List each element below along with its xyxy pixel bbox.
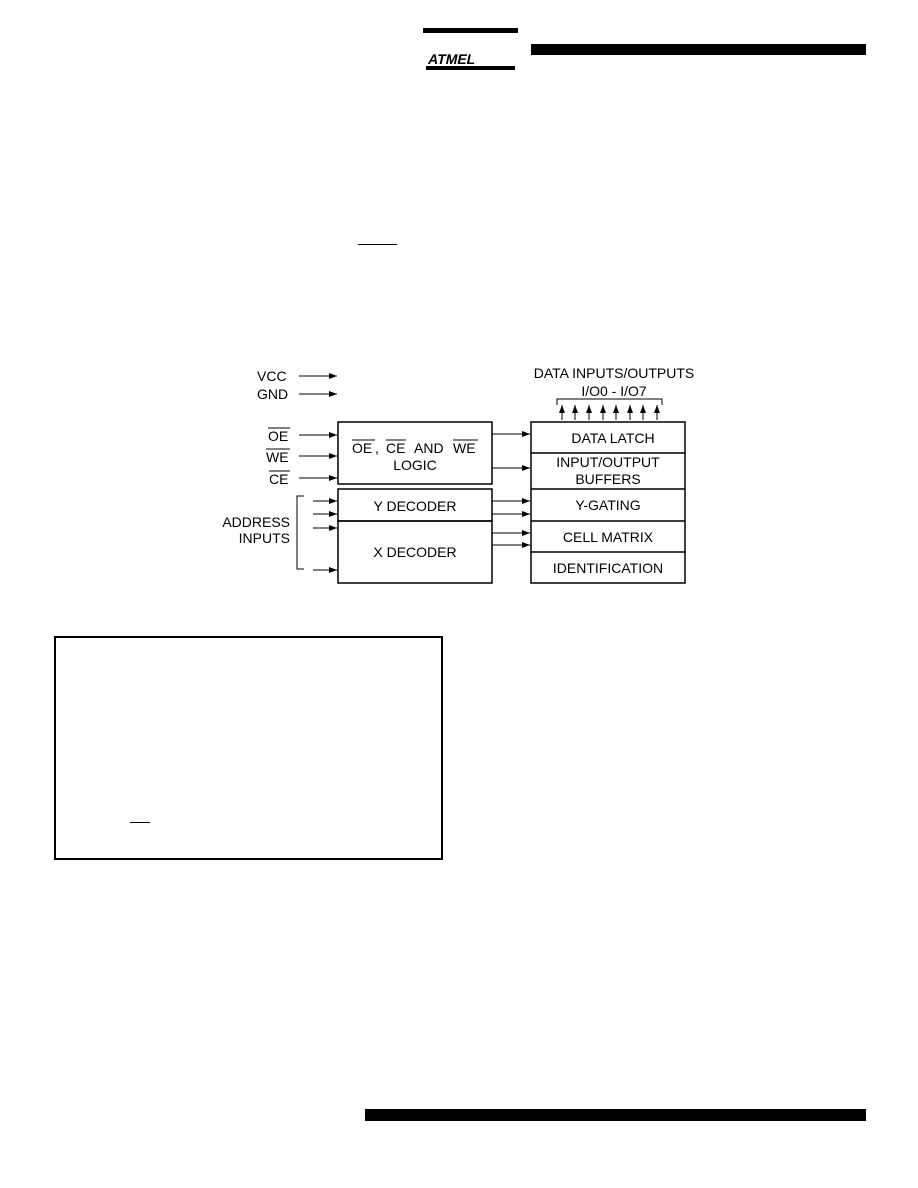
cell-matrix-label: CELL MATRIX [563, 529, 654, 545]
logic-oe: OE [352, 440, 372, 456]
io-bracket [556, 398, 663, 405]
y-gating-label: Y-GATING [575, 497, 640, 513]
header-rule [531, 44, 866, 55]
block-diagram: VCC GND OE WE CE OE , CE AND WE LOGIC AD… [222, 365, 695, 584]
gnd-label: GND [257, 386, 288, 402]
io-header-line2: I/O0 - I/O7 [581, 383, 647, 399]
y-decoder-label: Y DECODER [374, 498, 457, 514]
vcc-label: VCC [257, 368, 287, 384]
data-latch-label: DATA LATCH [571, 430, 654, 446]
address-label-line1: ADDRESS [222, 514, 290, 530]
overbar-mark [358, 244, 397, 245]
io-buffers-label-line2: BUFFERS [575, 471, 640, 487]
io-buffers-label-line1: INPUT/OUTPUT [556, 454, 660, 470]
svg-text:ATMEL: ATMEL [427, 51, 478, 67]
address-bracket [296, 495, 304, 570]
logic-label: LOGIC [393, 457, 437, 473]
we-label: WE [266, 449, 289, 465]
logic-block [337, 421, 493, 485]
atmel-logo: ATMEL [423, 28, 518, 72]
x-decoder-label: X DECODER [373, 544, 456, 560]
oe-label: OE [268, 428, 288, 444]
identification-label: IDENTIFICATION [553, 560, 663, 576]
right-block-stack [530, 421, 686, 584]
io-header-line1: DATA INPUTS/OUTPUTS [534, 365, 695, 381]
note-box [54, 636, 443, 860]
io-arrows [559, 405, 660, 420]
footer-rule [365, 1109, 866, 1121]
note-overbar-mark [130, 822, 150, 823]
x-decoder-block [337, 520, 493, 584]
logic-we: WE [453, 440, 476, 456]
atmel-logo-icon: ATMEL [423, 28, 518, 70]
ce-label: CE [269, 471, 288, 487]
logic-and: AND [414, 440, 444, 456]
logic-comma: , [375, 440, 379, 456]
address-label-line2: INPUTS [239, 530, 290, 546]
logic-ce: CE [386, 440, 405, 456]
